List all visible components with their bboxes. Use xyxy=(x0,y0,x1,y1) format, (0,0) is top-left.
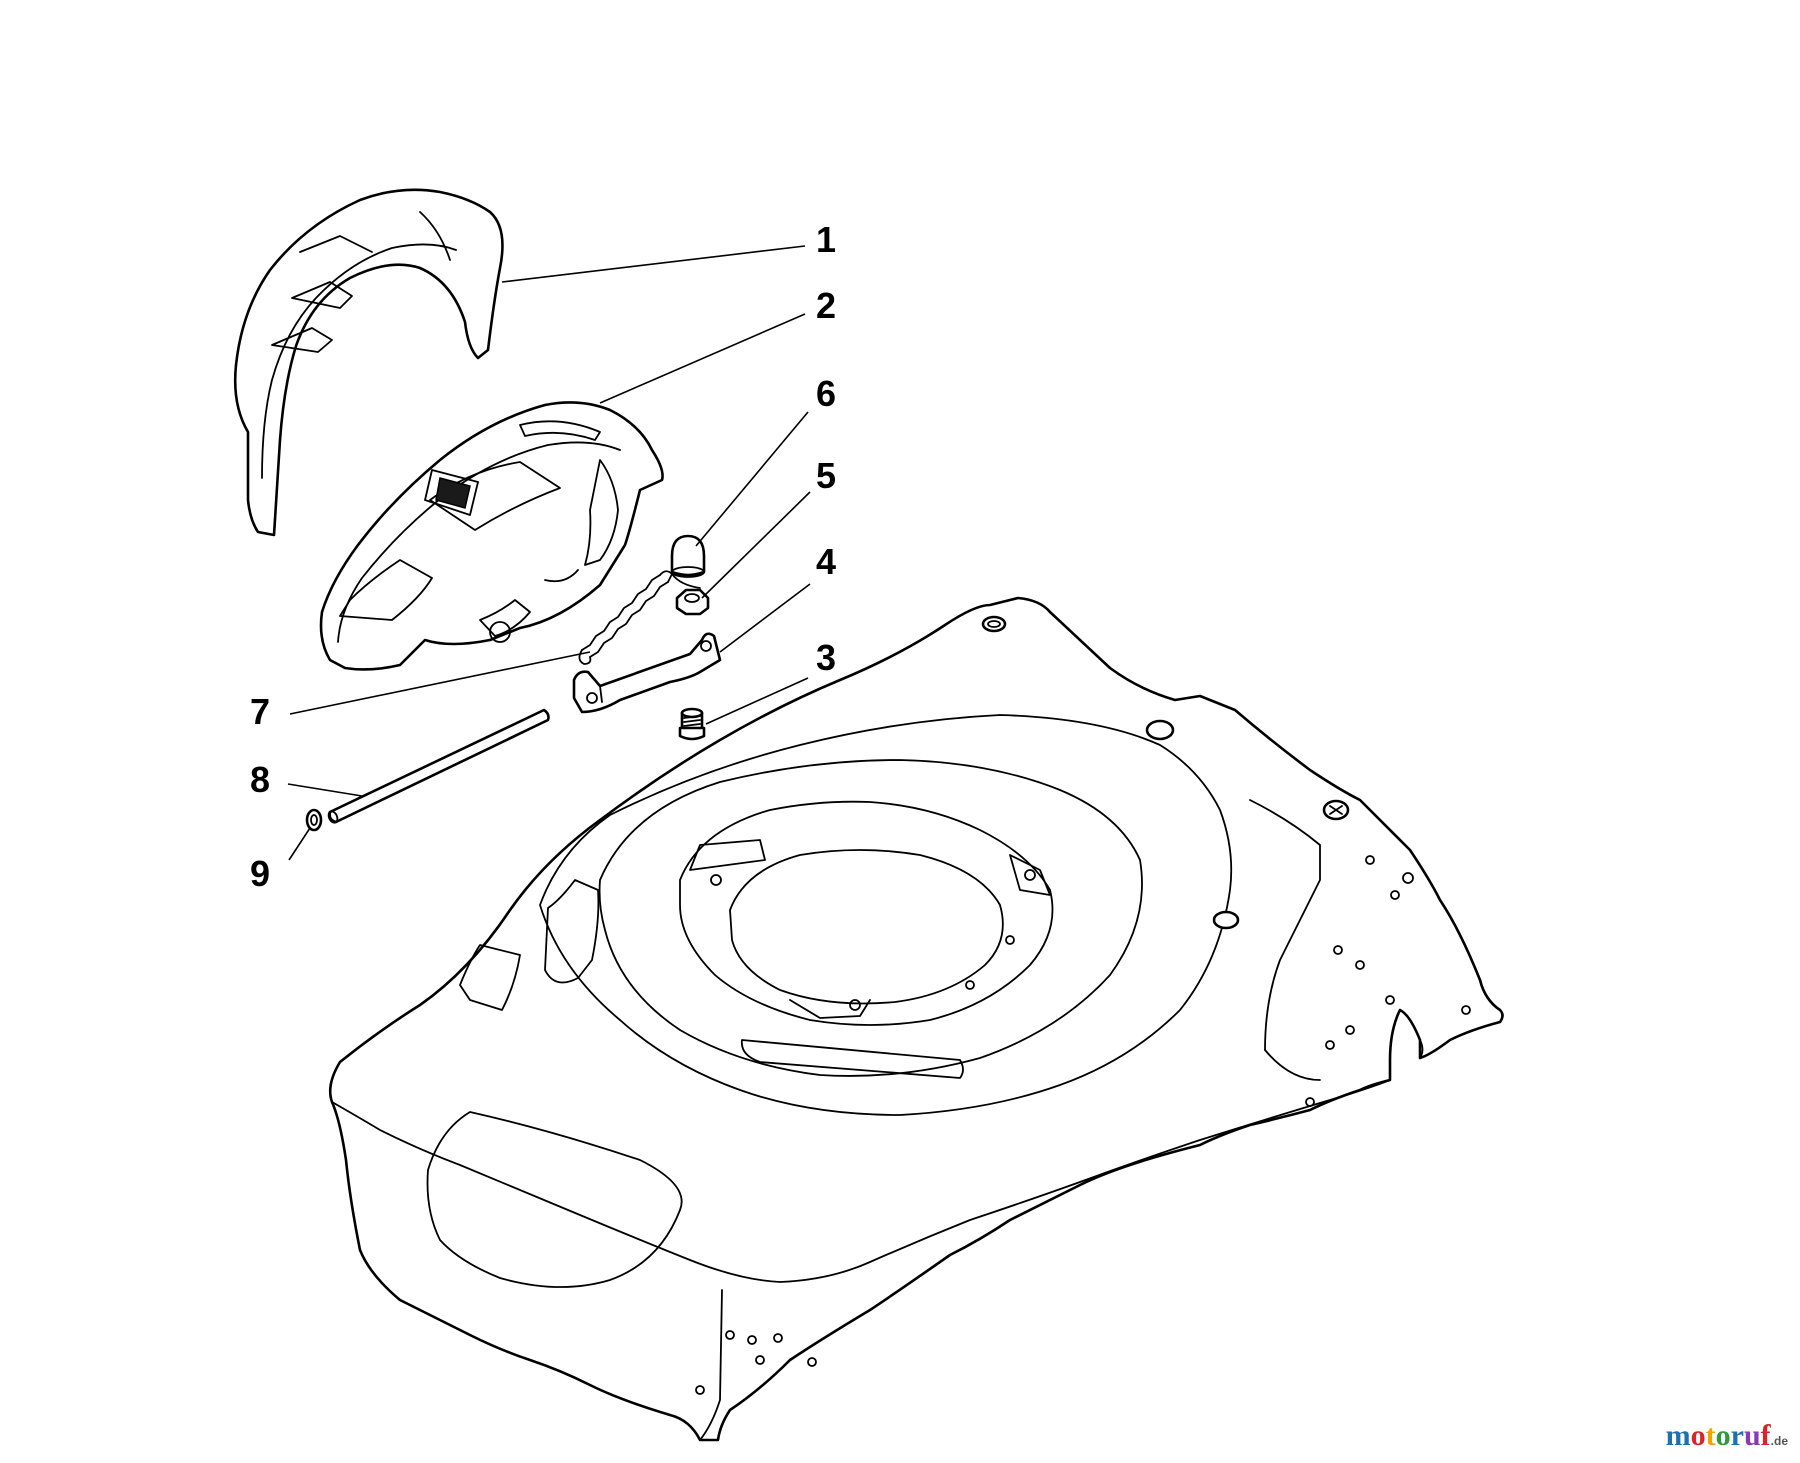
watermark-letter: u xyxy=(1743,1419,1761,1452)
leader-9 xyxy=(288,827,311,861)
watermark-suffix: .de xyxy=(1770,1434,1788,1448)
watermark-letter: m xyxy=(1665,1419,1691,1452)
leader-5 xyxy=(701,491,811,599)
watermark-logo: motoruf.de xyxy=(1666,1419,1788,1453)
leader-3 xyxy=(705,677,809,725)
callout-2: 2 xyxy=(816,285,836,326)
callout-3: 3 xyxy=(816,637,836,678)
part-4-bracket xyxy=(572,632,722,714)
part-7-spring xyxy=(578,570,701,665)
part-1-rear-cover xyxy=(233,188,504,537)
part-9-washer xyxy=(305,808,323,832)
part-8-rod xyxy=(327,708,550,824)
callout-8: 8 xyxy=(250,759,270,800)
leader-4 xyxy=(719,583,811,653)
callout-5: 5 xyxy=(816,455,836,496)
leader-7 xyxy=(289,651,591,715)
part-3-screw xyxy=(678,707,706,741)
watermark-letter: t xyxy=(1705,1419,1716,1452)
callout-7: 7 xyxy=(250,691,270,732)
callout-9: 9 xyxy=(250,853,270,894)
callout-1: 1 xyxy=(816,219,836,260)
callout-4: 4 xyxy=(816,541,836,582)
watermark-brand: motoruf xyxy=(1666,1419,1771,1452)
leader-2 xyxy=(599,313,806,404)
leader-1 xyxy=(501,245,806,283)
part-5-hex-nut xyxy=(675,588,710,616)
watermark-letter: o xyxy=(1715,1419,1731,1452)
watermark-letter: r xyxy=(1730,1419,1744,1452)
callout-labels: 1 2 6 5 4 3 7 8 9 xyxy=(250,219,836,894)
leader-lines xyxy=(287,245,811,861)
watermark-letter: f xyxy=(1760,1419,1771,1452)
leader-8 xyxy=(287,783,363,797)
leader-6 xyxy=(695,411,809,547)
part-2-rear-guard xyxy=(319,401,664,671)
mower-deck xyxy=(328,596,1504,1442)
watermark-letter: o xyxy=(1690,1419,1706,1452)
callout-6: 6 xyxy=(816,373,836,414)
